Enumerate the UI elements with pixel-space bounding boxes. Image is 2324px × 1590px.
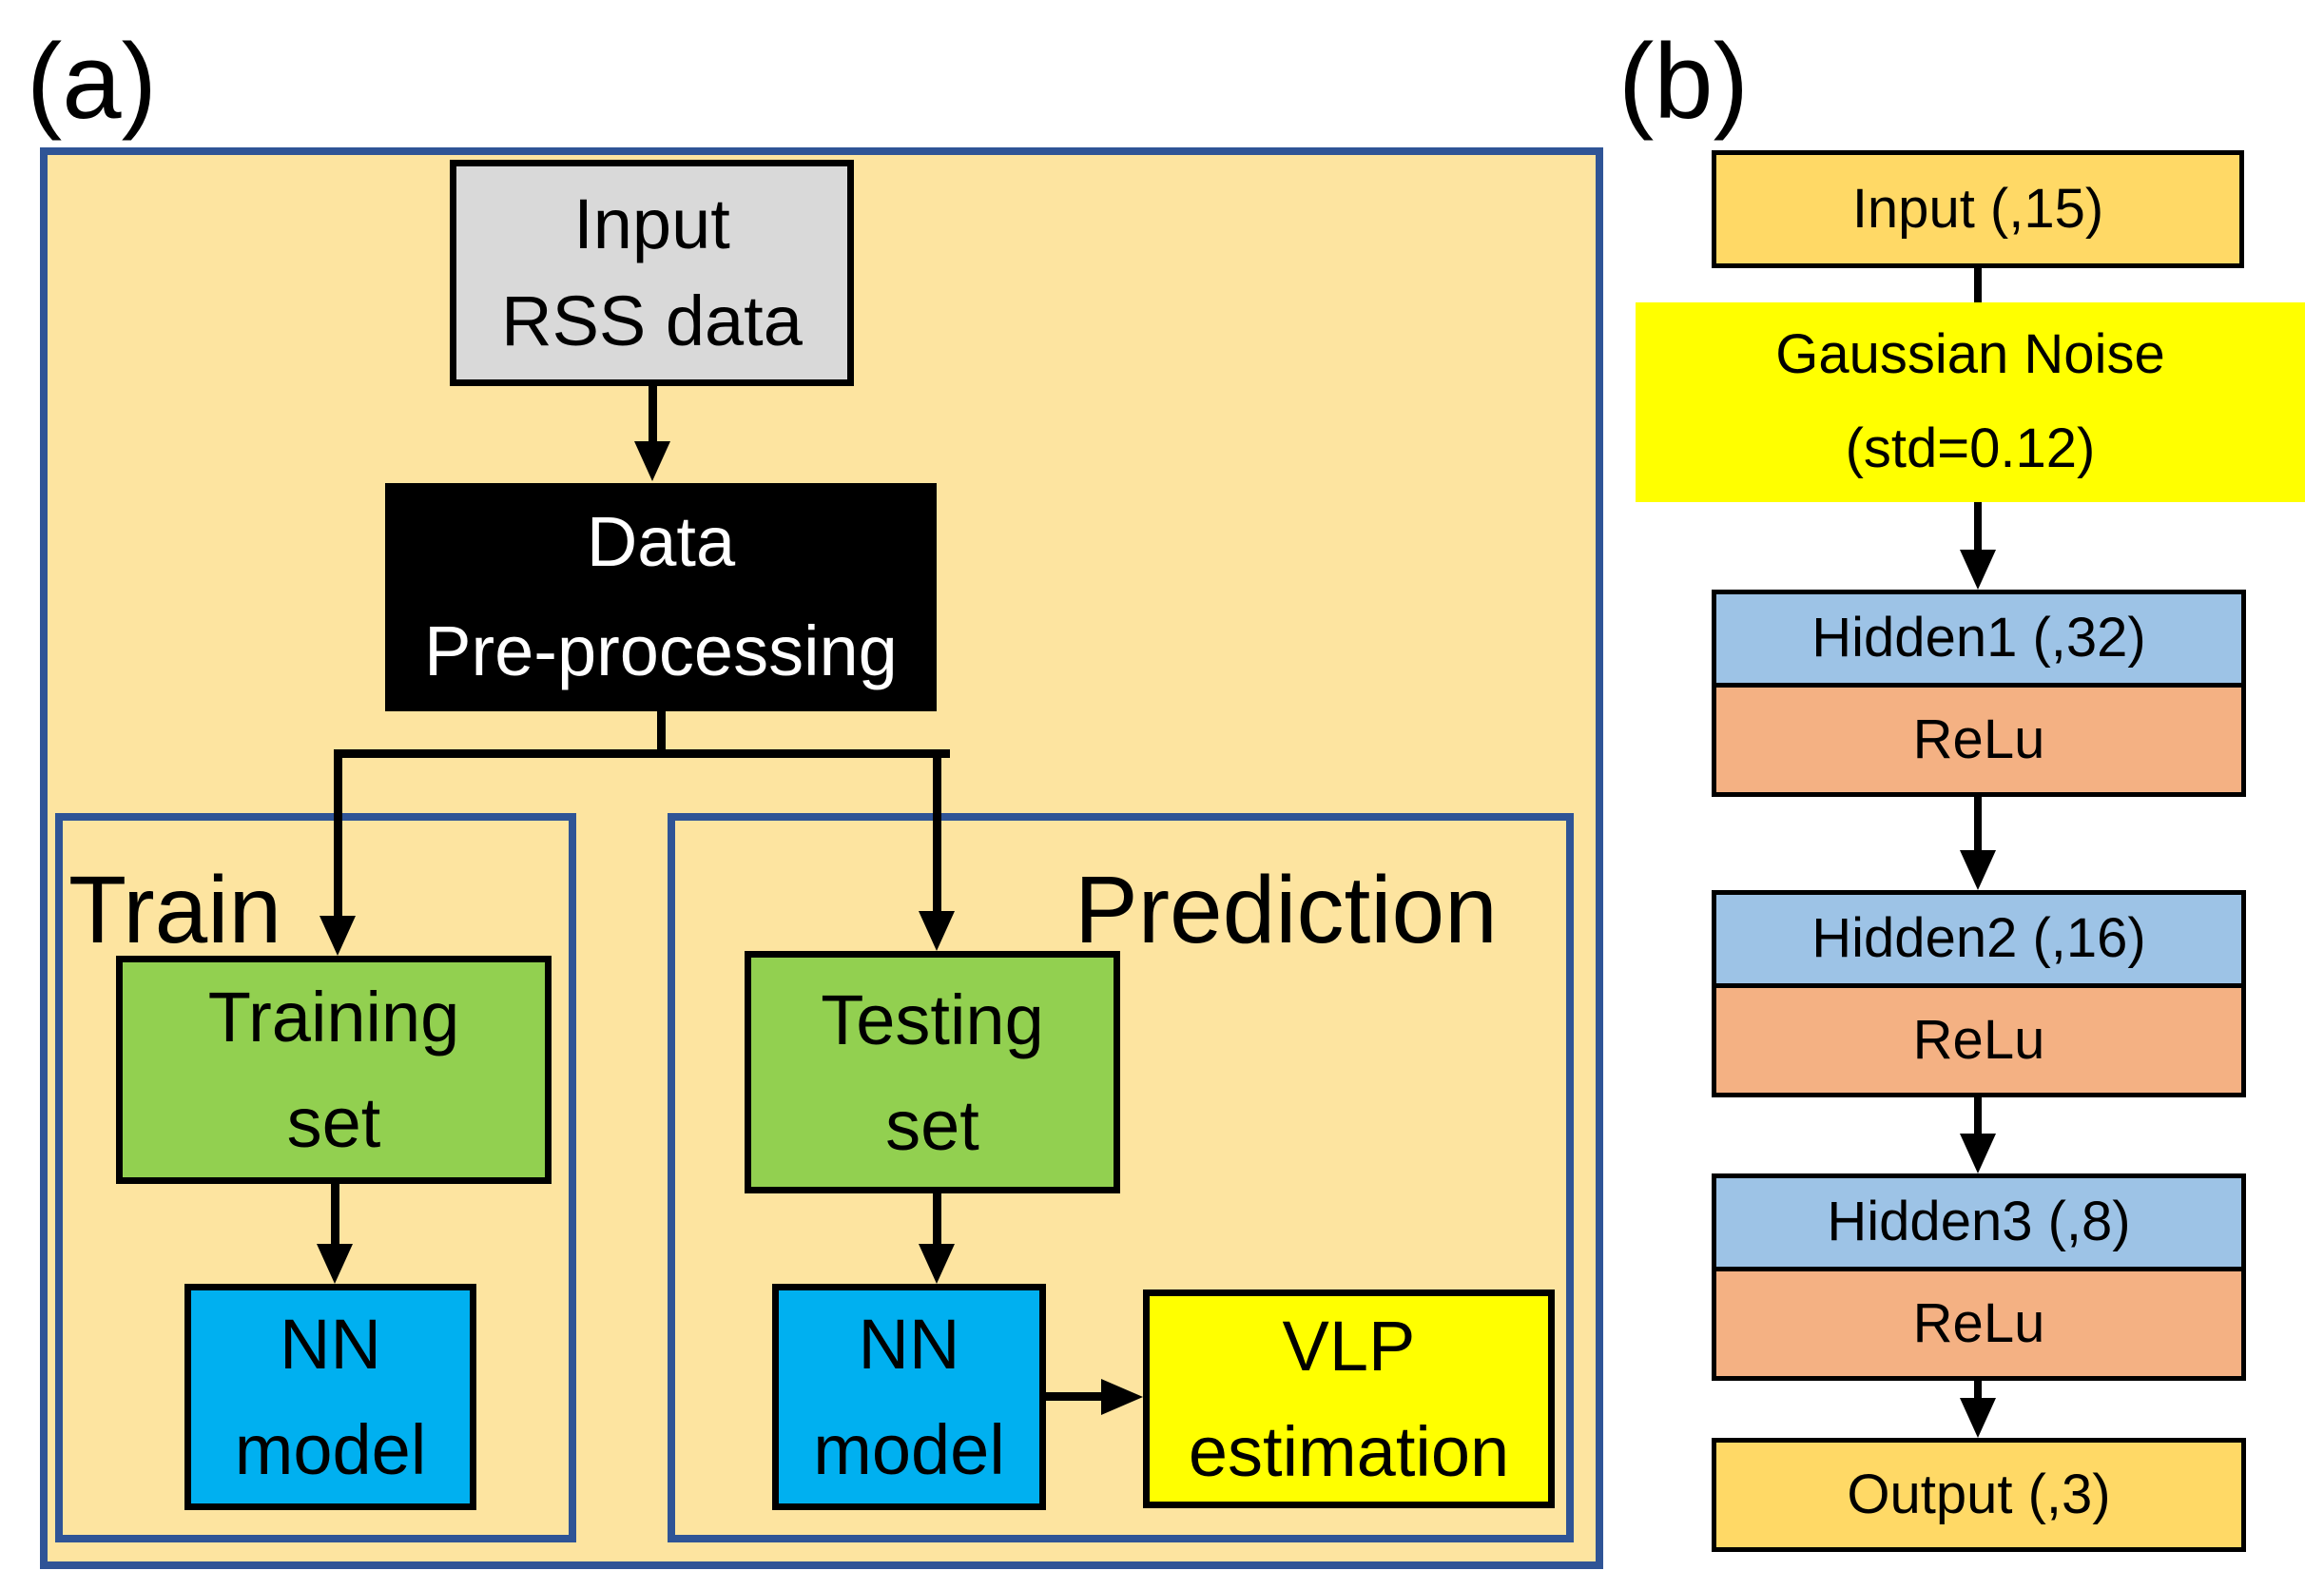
prediction-section-label: Prediction — [1075, 857, 1498, 963]
hidden1-relu-box: ReLu — [1712, 683, 2246, 797]
branch-to-testing-arrowhead-icon — [919, 911, 955, 951]
training-to-nn-line — [331, 1182, 339, 1246]
output-layer-box: Output (,3) — [1712, 1438, 2246, 1552]
input-rss-data-box: Input RSS data — [450, 160, 854, 386]
input-to-preprocessing-arrowhead-icon — [634, 441, 670, 481]
panel-a-label: (a) — [27, 22, 157, 141]
hidden3-relu-box: ReLu — [1712, 1267, 2246, 1381]
testing-to-nn-line — [933, 1192, 941, 1246]
branch-to-training-line — [334, 749, 342, 918]
train-section-label: Train — [68, 857, 282, 963]
hidden2-relu-box: ReLu — [1712, 983, 2246, 1097]
train-section-frame — [55, 813, 576, 1542]
nn-model-prediction-box: NN model — [772, 1284, 1046, 1510]
prediction-section-frame — [668, 813, 1574, 1542]
relu2-to-hidden3-arrowhead-icon — [1960, 1134, 1996, 1173]
relu1-to-hidden2-arrowhead-icon — [1960, 850, 1996, 890]
noise-to-hidden1-arrowhead-icon — [1960, 550, 1996, 590]
testing-set-box: Testing set — [745, 951, 1120, 1193]
panel-b-label: (b) — [1618, 22, 1749, 141]
data-preprocessing-box: Data Pre-processing — [385, 483, 937, 711]
preprocessing-branch-stem-line — [657, 711, 666, 757]
vlp-estimation-box: VLP estimation — [1143, 1289, 1555, 1508]
branch-horizontal-line — [334, 749, 950, 758]
training-set-box: Training set — [116, 956, 552, 1184]
nn-to-vlp-arrowhead-icon — [1101, 1379, 1143, 1415]
relu3-to-output-arrowhead-icon — [1960, 1398, 1996, 1438]
hidden3-layer-box: Hidden3 (,8) — [1712, 1173, 2246, 1271]
training-to-nn-arrowhead-icon — [317, 1244, 353, 1284]
nn-model-train-box: NN model — [184, 1284, 476, 1510]
hidden2-layer-box: Hidden2 (,16) — [1712, 890, 2246, 988]
input-to-noise-line — [1974, 266, 1982, 306]
noise-to-hidden1-line — [1974, 502, 1982, 552]
nn-to-vlp-line — [1044, 1392, 1105, 1401]
branch-to-training-arrowhead-icon — [320, 916, 356, 956]
hidden1-layer-box: Hidden1 (,32) — [1712, 590, 2246, 688]
branch-to-testing-line — [933, 749, 941, 913]
relu1-to-hidden2-line — [1974, 797, 1982, 852]
input-layer-box: Input (,15) — [1712, 150, 2244, 268]
input-to-preprocessing-line — [649, 386, 657, 445]
relu2-to-hidden3-line — [1974, 1097, 1982, 1135]
relu3-to-output-line — [1974, 1381, 1982, 1400]
gaussian-noise-layer-box: Gaussian Noise (std=0.12) — [1636, 302, 2305, 502]
testing-to-nn-arrowhead-icon — [919, 1244, 955, 1284]
